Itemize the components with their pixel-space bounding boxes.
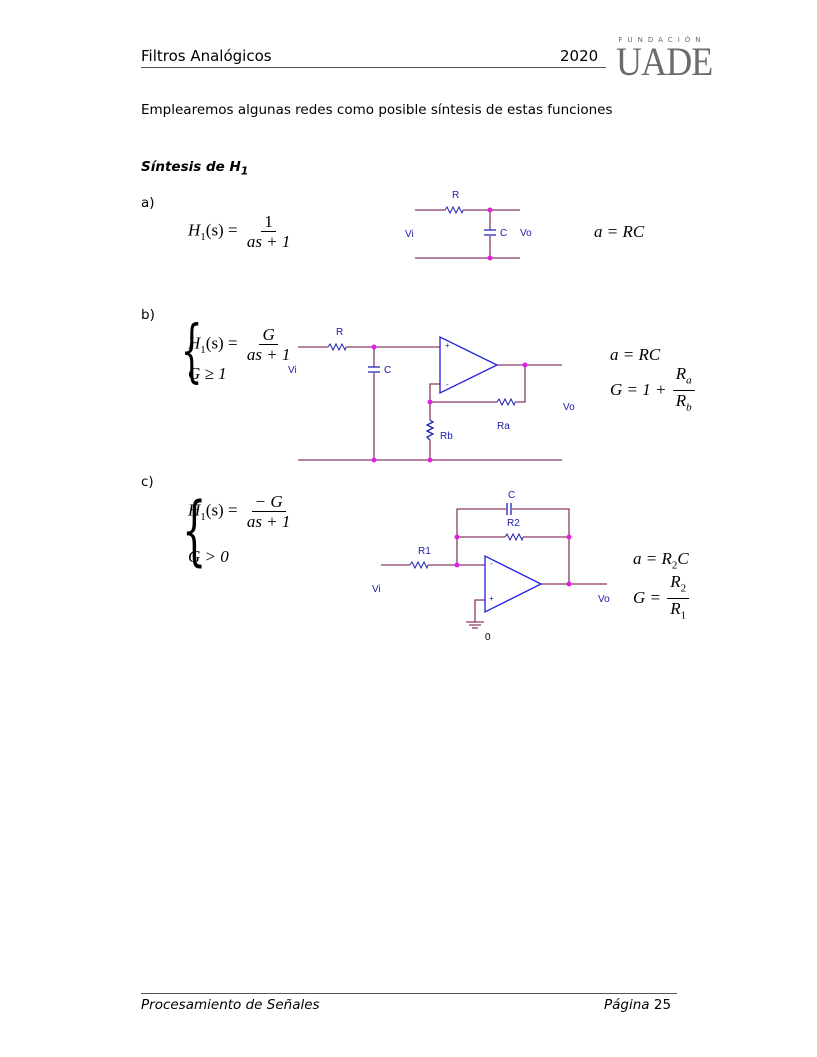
label-r: R — [452, 190, 460, 201]
lhs-arg: (s) = — [205, 333, 238, 353]
header-title: Filtros Analógicos — [141, 47, 272, 65]
header-rule — [141, 67, 606, 68]
label-rb: Rb — [440, 431, 453, 442]
circuit-c — [381, 503, 607, 629]
condition-c: G > 0 — [188, 547, 229, 566]
label-r1: R1 — [418, 546, 431, 557]
label-minus: - — [446, 380, 449, 389]
label-ground: 0 — [485, 632, 491, 643]
opamp-b — [439, 335, 499, 395]
numerator-sub: 2 — [680, 582, 687, 595]
label-vi: Vi — [405, 229, 414, 240]
page-number: 25 — [653, 997, 672, 1013]
section-title-text: Síntesis de H — [141, 159, 241, 175]
lhs-sub: 1 — [200, 343, 206, 356]
numerator: 1 — [261, 212, 276, 232]
resistor-r — [444, 206, 464, 214]
capacitor-c — [506, 503, 512, 515]
label-vi: Vi — [288, 365, 297, 376]
lhs: H — [188, 220, 201, 240]
circuit-b — [298, 335, 562, 463]
label-a: a) — [141, 195, 155, 211]
page-label: Página — [604, 997, 650, 1013]
numerator: G — [259, 325, 278, 345]
ground-icon — [466, 621, 484, 629]
label-ra: Ra — [497, 421, 510, 432]
label-vo: Vo — [598, 594, 610, 605]
section-title-sub: 1 — [240, 164, 249, 178]
denominator: R — [675, 391, 687, 411]
label-vo: Vo — [520, 228, 532, 239]
lhs-sub: 1 — [200, 510, 206, 523]
header-year: 2020 — [560, 47, 599, 65]
label-r: R — [336, 327, 344, 338]
numerator: − G — [251, 492, 286, 512]
result-a: a = RC — [594, 222, 645, 241]
capacitor-c — [368, 366, 380, 373]
rhs: C — [677, 549, 689, 568]
footer-rule — [141, 993, 677, 994]
section-title: Síntesis de H1 — [141, 159, 248, 178]
denominator: R — [670, 599, 681, 619]
label-plus: + — [489, 594, 494, 603]
numerator-sub: a — [686, 374, 692, 387]
lhs: G = 1 + — [610, 379, 667, 399]
label-b: b) — [141, 307, 155, 323]
label-vo: Vo — [563, 402, 575, 413]
label-c: c) — [141, 474, 154, 490]
brace-c: { — [182, 485, 207, 574]
resistor-rb — [425, 419, 435, 441]
footer-left: Procesamiento de Señales — [141, 997, 320, 1013]
capacitor-c — [484, 229, 496, 236]
label-vi: Vi — [372, 584, 381, 595]
label-minus: - — [490, 559, 493, 568]
logo-top-text: FUNDACIÓN — [618, 36, 706, 44]
uade-logo: FUNDACIÓN UADE — [616, 36, 713, 84]
resistor-r — [327, 343, 347, 351]
denominator-sub: 1 — [680, 609, 687, 622]
denominator: as + 1 — [246, 232, 291, 251]
intro-text: Emplearemos algunas redes como posible s… — [141, 102, 613, 118]
circuit-a — [415, 206, 520, 261]
lhs-sub: 1 — [200, 230, 206, 243]
lhs: a = R — [633, 549, 672, 568]
denominator: as + 1 — [246, 512, 291, 531]
resistor-r2 — [504, 533, 524, 541]
resistor-ra — [496, 398, 516, 406]
logo-main-text: UADE — [616, 39, 713, 84]
label-r2: R2 — [507, 518, 520, 529]
resistor-r1 — [409, 561, 429, 569]
condition-b: G ≥ 1 — [188, 364, 227, 383]
opamp-c — [484, 554, 543, 614]
lhs-arg: (s) = — [205, 220, 238, 240]
label-c: C — [384, 365, 392, 376]
label-c: C — [500, 228, 508, 239]
lhs-arg: (s) = — [205, 500, 238, 520]
brace-b: { — [180, 312, 203, 391]
numerator: R — [670, 572, 681, 591]
footer-page: Página 25 — [604, 997, 671, 1013]
result-b-1: a = RC — [610, 345, 661, 364]
denominator-sub: b — [686, 401, 692, 414]
lhs: H — [188, 500, 201, 520]
denominator: as + 1 — [246, 345, 291, 364]
label-c: C — [508, 490, 516, 501]
label-plus: + — [445, 341, 450, 350]
numerator: R — [675, 364, 687, 383]
lhs: H — [188, 333, 201, 353]
lhs: G = — [633, 587, 661, 607]
result-c-1: a = R2C — [633, 549, 689, 571]
sub: 2 — [671, 559, 678, 572]
